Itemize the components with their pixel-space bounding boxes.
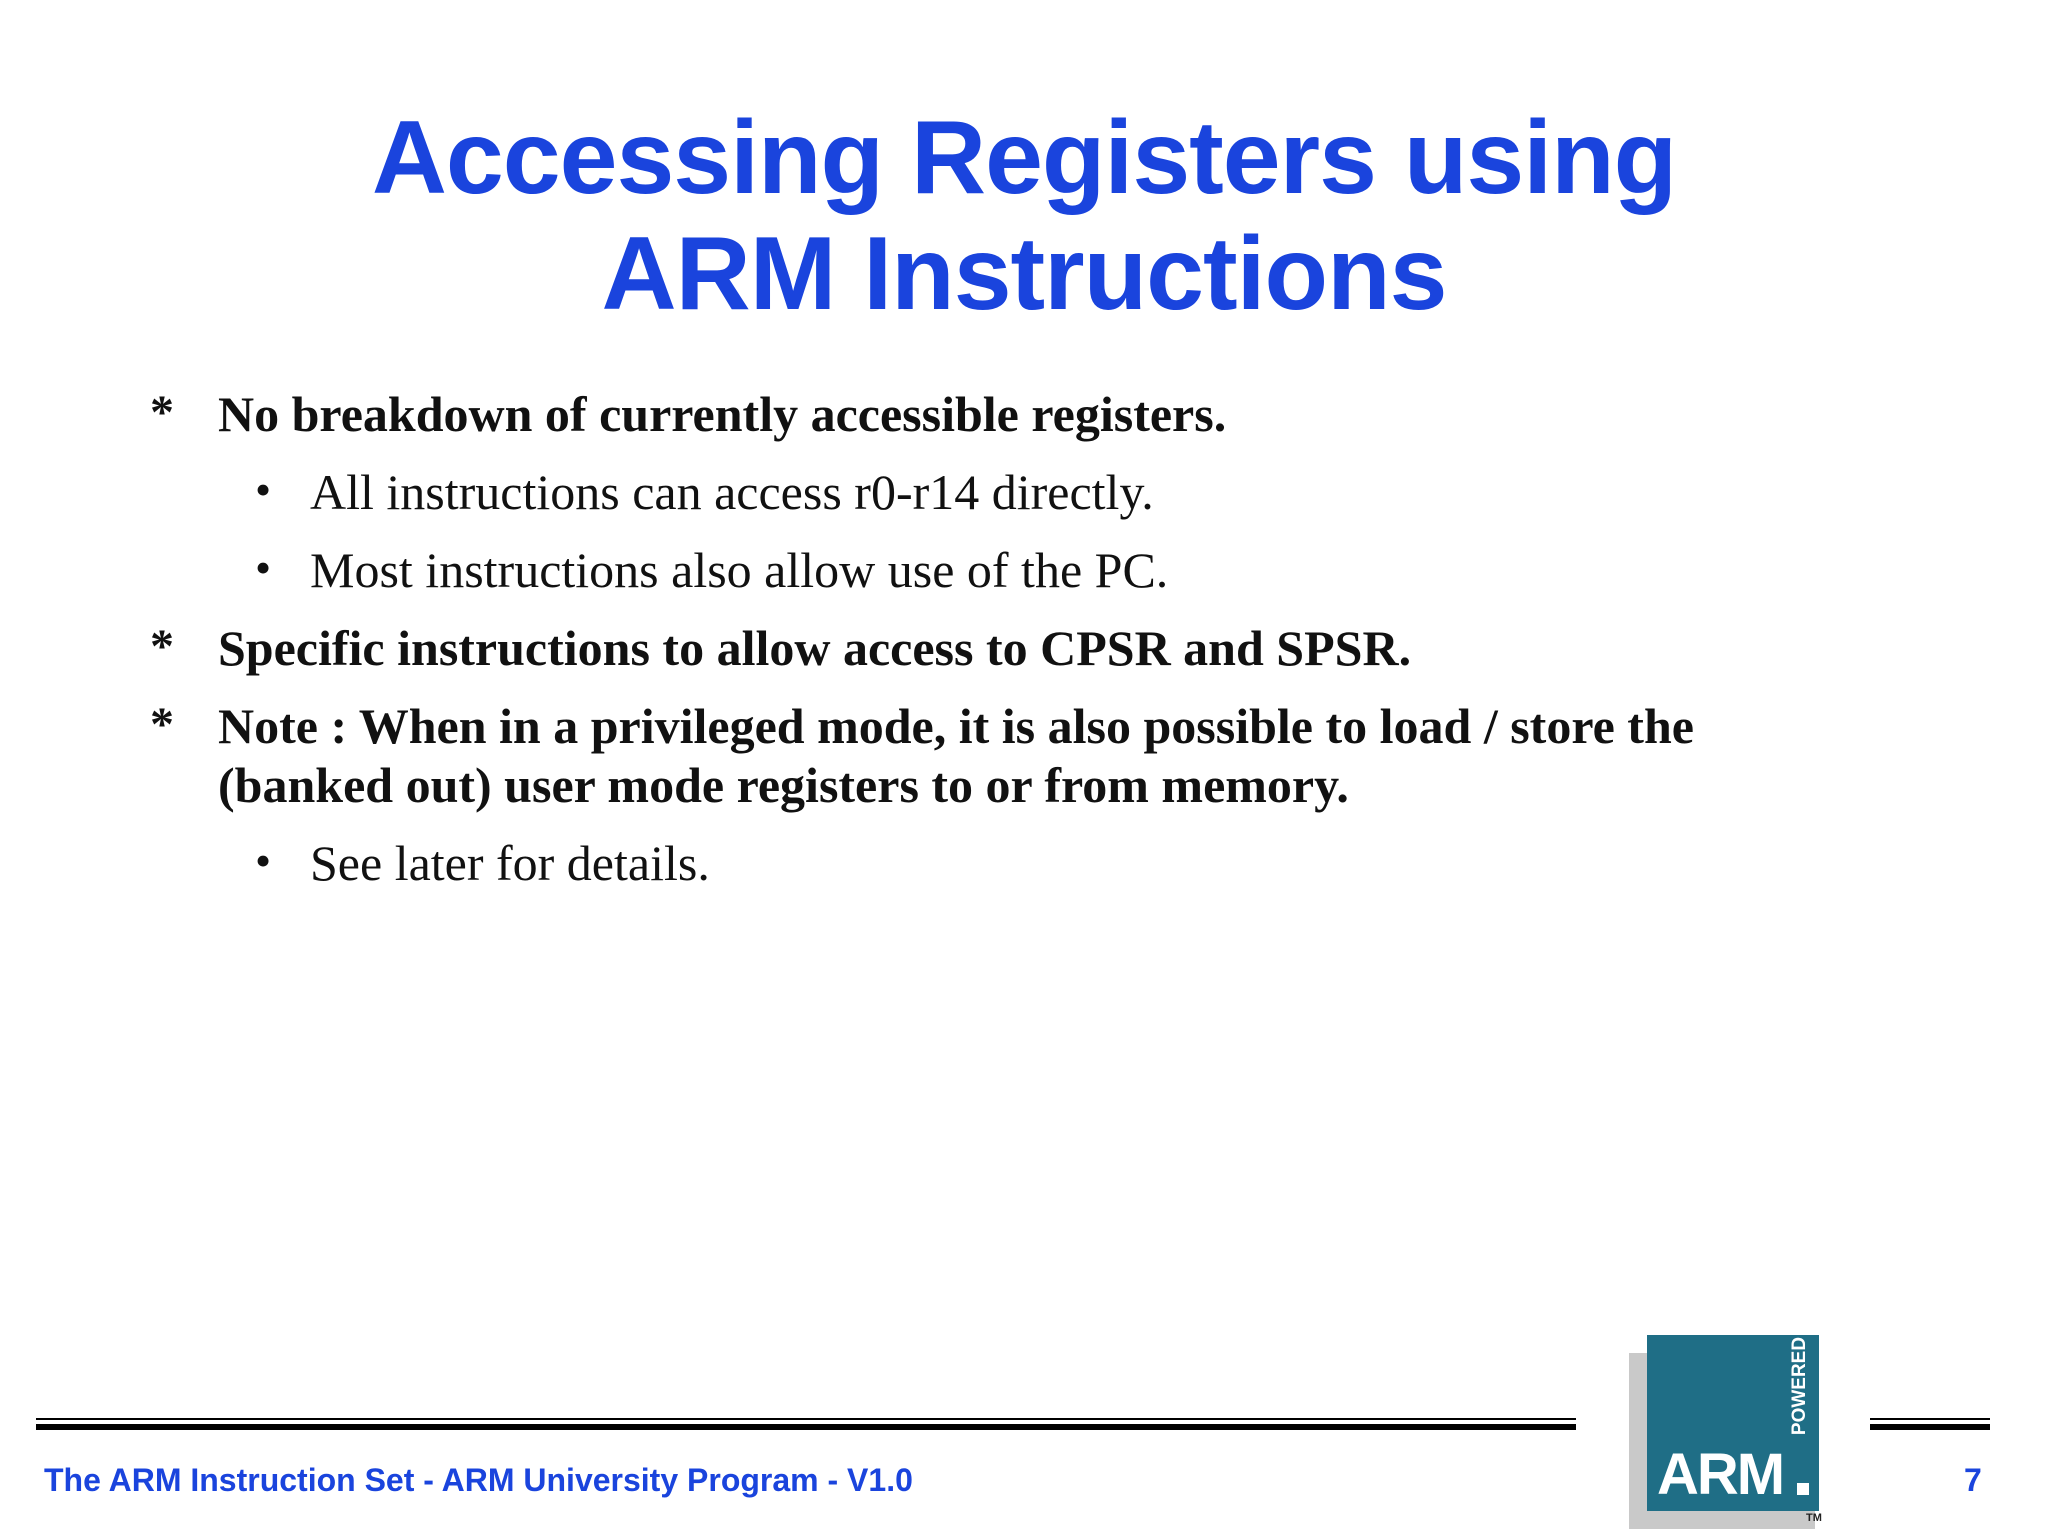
logo-powered-text: POWERED	[1789, 1336, 1811, 1436]
bullet-marker: *	[150, 386, 174, 439]
arm-powered-logo: POWERED ARM	[1647, 1335, 1819, 1511]
footer-rule-left	[36, 1424, 1576, 1430]
sub-bullet-text: See later for details.	[310, 835, 710, 891]
sub-bullet-text: Most instructions also allow use of the …	[310, 542, 1169, 598]
bullet-text-line-2: (banked out) user mode registers to or f…	[218, 757, 1349, 813]
bullet-text-line-1: Note : When in a privileged mode, it is …	[218, 698, 1694, 754]
sub-bullet-text: All instructions can access r0-r14 direc…	[310, 464, 1154, 520]
slide-title-line-2: ARM Instructions	[601, 216, 1448, 332]
slide-title-line-1: Accessing Registers using	[371, 100, 1677, 216]
sub-bullet-marker: •	[255, 835, 272, 886]
slide-title: Accessing Registers using ARM Instructio…	[0, 100, 2048, 332]
bullet-text: Specific instructions to allow access to…	[218, 620, 1412, 676]
bullet-marker: *	[150, 698, 174, 751]
bullet-text: No breakdown of currently accessible reg…	[218, 386, 1227, 442]
footer-rule-thin-left	[36, 1418, 1576, 1420]
sub-bullet-marker: •	[255, 464, 272, 515]
footer-rule-right	[1870, 1424, 1990, 1430]
logo-word: ARM	[1657, 1442, 1785, 1507]
bullet-marker: *	[150, 620, 174, 673]
page-number: 7	[1964, 1462, 1982, 1498]
logo-trademark: TM	[1806, 1512, 1822, 1524]
logo-dot	[1797, 1483, 1809, 1495]
footer-rule-thin-right	[1870, 1418, 1990, 1420]
footer-title: The ARM Instruction Set - ARM University…	[44, 1462, 913, 1498]
sub-bullet-marker: •	[255, 542, 272, 593]
